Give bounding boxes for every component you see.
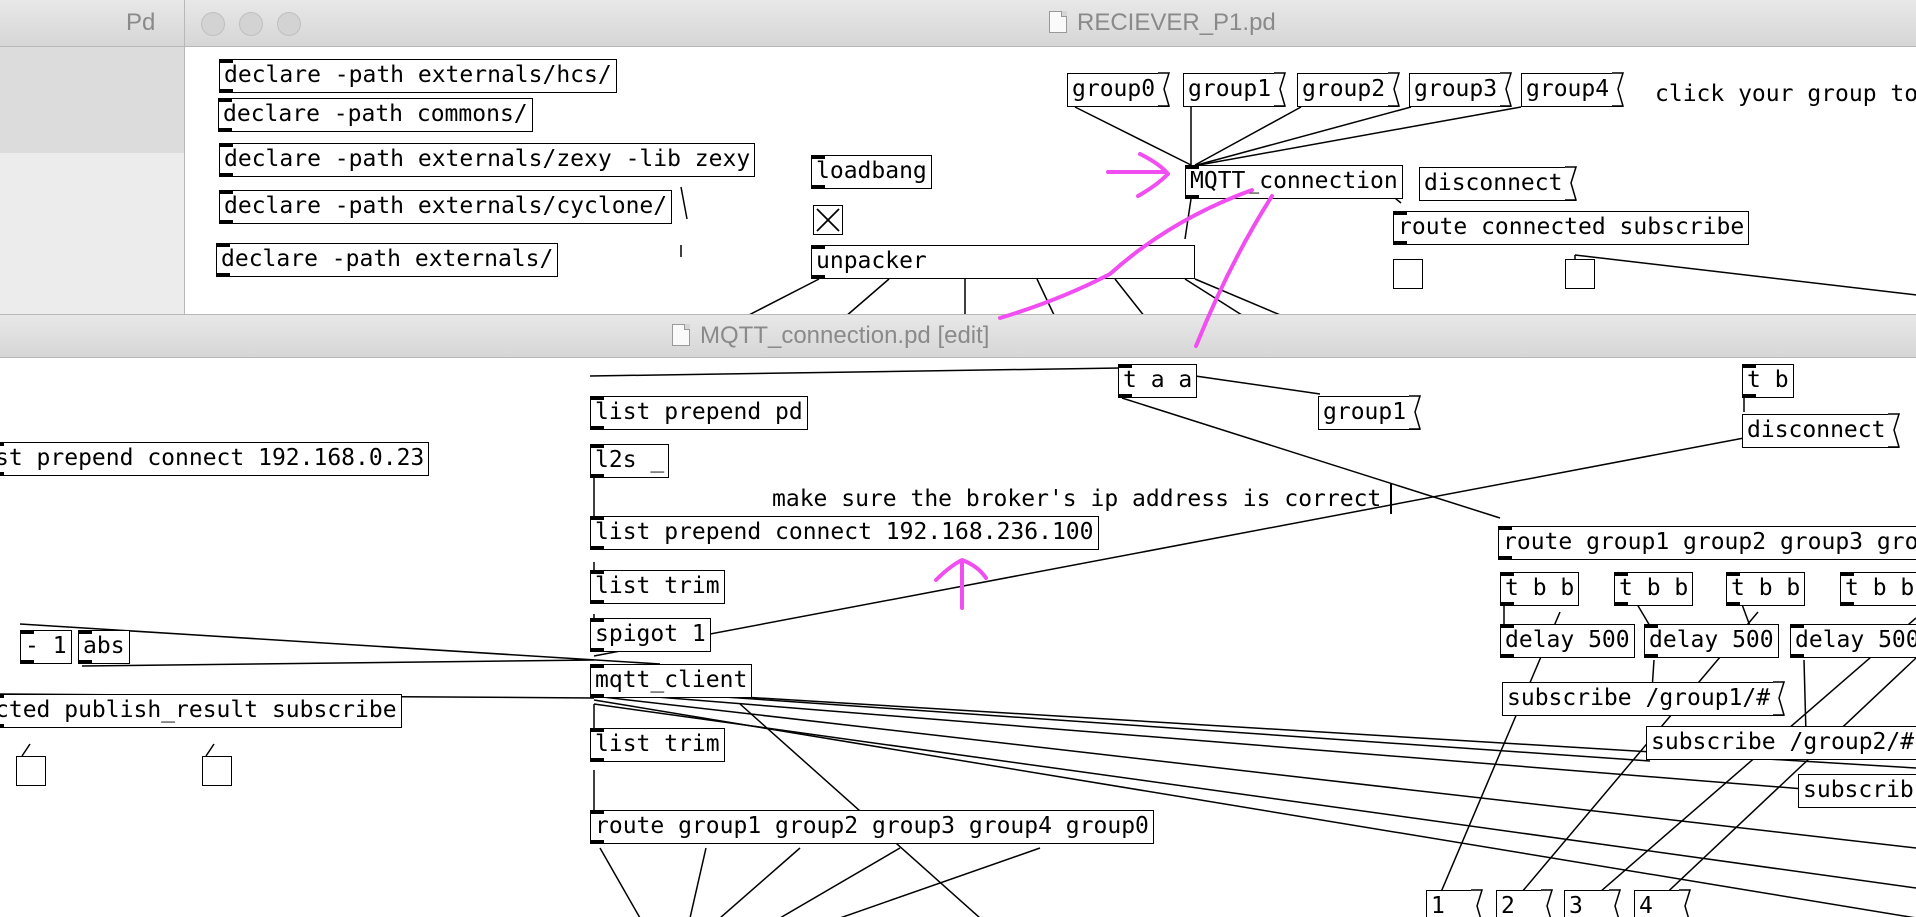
document-icon [672,324,690,346]
mqtt-window-title: MQTT_connection.pd [edit] [700,322,990,349]
mqtt-connection-object[interactable]: MQTT_connection [1185,165,1403,199]
delay-500-object-2[interactable]: delay 500 [1644,624,1779,658]
message-flag-icon [1679,889,1691,917]
message-flag-icon [1471,889,1483,917]
disconnect-message[interactable]: disconnect [1419,166,1578,201]
subscribe-group1-message[interactable]: subscribe /group1/# [1502,681,1786,716]
group0-message[interactable]: group0 [1067,72,1171,107]
t-b-b-object-2[interactable]: t b b [1614,572,1694,606]
connected-bang-inner[interactable] [16,756,46,786]
loadbang-object[interactable]: loadbang [811,155,932,189]
declare-hcs[interactable]: declare -path externals/hcs/ [219,59,617,93]
route-connected-subscribe-object[interactable]: route connected subscribe [1393,211,1750,245]
group1-message-inner[interactable]: group1 [1318,395,1422,430]
subscribe-group3-message[interactable]: subscrib [1798,774,1916,808]
comment-width-handle[interactable] [1390,484,1392,514]
mqtt-connection-window: MQTT_connection.pd [edit] [0,314,1916,917]
minimize-window-button[interactable] [239,12,263,36]
declare-zexy[interactable]: declare -path externals/zexy -lib zexy [219,143,756,177]
toggle-x-icon [816,208,840,232]
spigot-object[interactable]: spigot 1 [590,618,711,652]
message-flag-icon [1541,889,1553,917]
group4-message[interactable]: group4 [1521,72,1625,107]
document-icon [1049,11,1067,33]
message-flag-icon [1500,72,1513,107]
disconnect-message-inner[interactable]: disconnect [1742,413,1901,448]
group1-message[interactable]: group1 [1183,72,1287,107]
pd-main-title: Pd [126,9,156,36]
pd-main-window: Pd [0,0,200,320]
t-b-b-object-4[interactable]: t b b [1840,572,1916,606]
click-group-comment: click your group to [1655,81,1916,107]
route-publish-result-object[interactable]: cted publish_result subscribe [0,694,402,728]
declare-cyclone[interactable]: declare -path externals/cyclone/ [219,190,673,224]
message-flag-icon [1888,413,1901,448]
message-flag-icon [1773,681,1786,716]
number-1-message[interactable]: 1 [1426,889,1483,917]
group2-message[interactable]: group2 [1297,72,1401,107]
group3-message[interactable]: group3 [1409,72,1513,107]
unpacker-object[interactable]: unpacker [811,245,1195,279]
route-groups-right-object[interactable]: route group1 group2 group3 gro [1498,526,1916,560]
receiver-canvas[interactable]: declare -path externals/hcs/ declare -pa… [185,47,1916,320]
route-groups-object[interactable]: route group1 group2 group3 group4 group0 [590,810,1154,844]
subscribe-group2-message[interactable]: subscribe /group2/# [1646,726,1916,760]
t-a-a-object[interactable]: t a a [1118,364,1198,398]
pd-main-titlebar[interactable]: Pd [0,0,200,47]
mqtt-patch-cords [0,367,1916,917]
list-prepend-pd-object[interactable]: list prepend pd [590,396,808,430]
broker-ip-comment: make sure the broker's ip address is cor… [772,486,1382,512]
delay-500-object-1[interactable]: delay 500 [1500,624,1635,658]
t-b-b-object-3[interactable]: t b b [1726,572,1806,606]
message-flag-icon [1274,72,1287,107]
close-window-button[interactable] [201,12,225,36]
receiver-window: RECIEVER_P1.pd [184,0,1916,320]
l2s-object[interactable]: l2s _ [590,444,670,478]
message-flag-icon [1565,166,1578,201]
number-4-message[interactable]: 4 [1634,889,1691,917]
delay-500-object-3[interactable]: delay 500 [1790,624,1916,658]
receiver-titlebar[interactable]: RECIEVER_P1.pd [185,0,1916,47]
t-b-b-object-1[interactable]: t b b [1500,572,1580,606]
message-flag-icon [1158,72,1171,107]
number-2-message[interactable]: 2 [1496,889,1553,917]
pd-main-content [0,47,200,153]
list-trim-object-1[interactable]: list trim [590,570,725,604]
list-trim-object-2[interactable]: list trim [590,728,725,762]
publish-result-bang[interactable] [202,756,232,786]
message-flag-icon [1409,395,1422,430]
abs-object[interactable]: abs [78,630,130,664]
receiver-title: RECIEVER_P1.pd [1077,9,1276,36]
connected-bang[interactable] [1393,259,1423,289]
number-3-message[interactable]: 3 [1564,889,1621,917]
declare-commons[interactable]: declare -path commons/ [218,98,533,132]
subscribe-bang[interactable] [1565,259,1595,289]
minus-one-object[interactable]: - 1 [20,630,72,664]
list-prepend-connect-object[interactable]: list prepend connect 192.168.236.100 [590,516,1099,550]
list-prepend-connect-old-object[interactable]: st prepend connect 192.168.0.23 [0,442,430,476]
declare-externals[interactable]: declare -path externals/ [216,243,559,277]
message-flag-icon [1388,72,1401,107]
t-b-object[interactable]: t b [1742,364,1794,398]
mqtt-client-object[interactable]: mqtt_client [590,664,753,698]
toggle[interactable] [813,205,843,235]
mqtt-canvas[interactable]: t a a group1 t b disconnect list prepend… [0,358,1916,917]
zoom-window-button[interactable] [277,12,301,36]
mqtt-titlebar[interactable]: MQTT_connection.pd [edit] [0,315,1916,358]
message-flag-icon [1609,889,1621,917]
message-flag-icon [1612,72,1625,107]
